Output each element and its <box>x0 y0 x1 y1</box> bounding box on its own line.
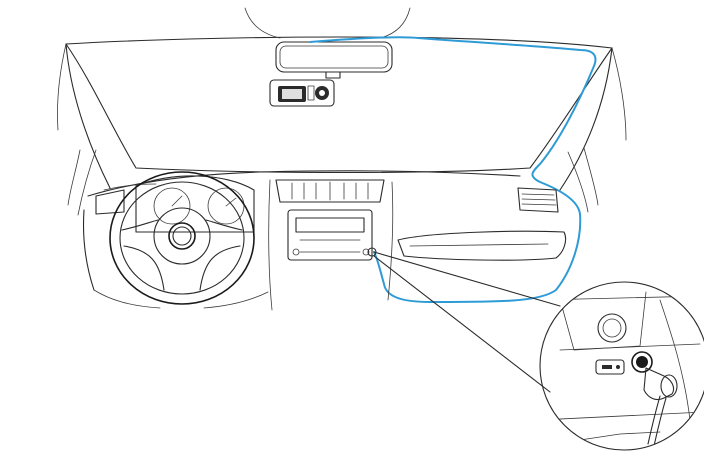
cigarette-lighter-socket <box>367 247 377 257</box>
usb-port <box>595 359 625 375</box>
glove-box <box>397 230 567 261</box>
steering-wheel <box>109 171 255 305</box>
rear-view-mirror <box>275 41 393 79</box>
lower-dashboard <box>93 289 269 309</box>
inset-lighter-socket <box>631 351 653 373</box>
callout-lines <box>373 251 561 393</box>
windshield-frame <box>57 7 627 174</box>
dashboard <box>82 170 521 311</box>
side-air-vents <box>95 187 559 215</box>
power-cable <box>309 36 597 303</box>
car-charger-adapter <box>643 367 678 447</box>
a-pillar-left <box>65 43 111 216</box>
dash-camera <box>269 79 335 107</box>
magnified-view <box>539 281 704 451</box>
center-air-vents <box>275 179 385 203</box>
a-pillar-right <box>559 47 613 213</box>
car-radio <box>287 209 373 261</box>
